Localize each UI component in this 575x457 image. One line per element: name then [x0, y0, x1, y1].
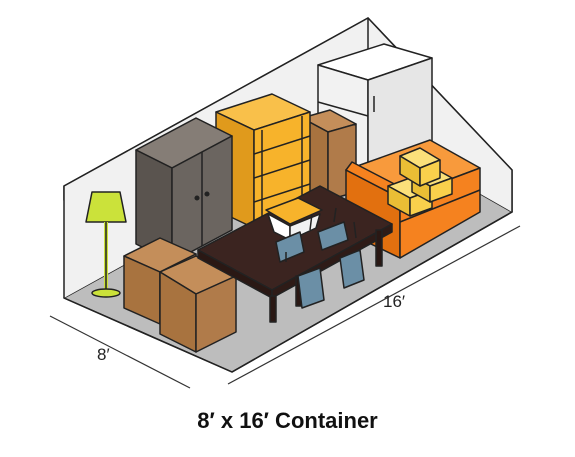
chairs — [275, 207, 365, 309]
chair — [339, 249, 365, 289]
width-dimension-label: 8′ — [97, 345, 110, 364]
container-floor-edge — [63, 211, 513, 373]
dimension-lines — [49, 225, 521, 389]
storage-container-illustration — [49, 17, 521, 389]
stacked-boxes-front — [123, 237, 237, 353]
chair — [317, 221, 349, 251]
chair — [275, 231, 305, 263]
floor-lamp — [85, 191, 127, 298]
chair — [297, 267, 325, 309]
boxes-on-sofa — [387, 147, 453, 217]
container-title: 8′ x 16′ Container — [197, 408, 378, 433]
width-dimension-line — [49, 315, 191, 389]
length-dimension-label: 16′ — [383, 292, 406, 311]
wardrobe — [135, 117, 233, 263]
length-dimension-line — [227, 225, 521, 385]
